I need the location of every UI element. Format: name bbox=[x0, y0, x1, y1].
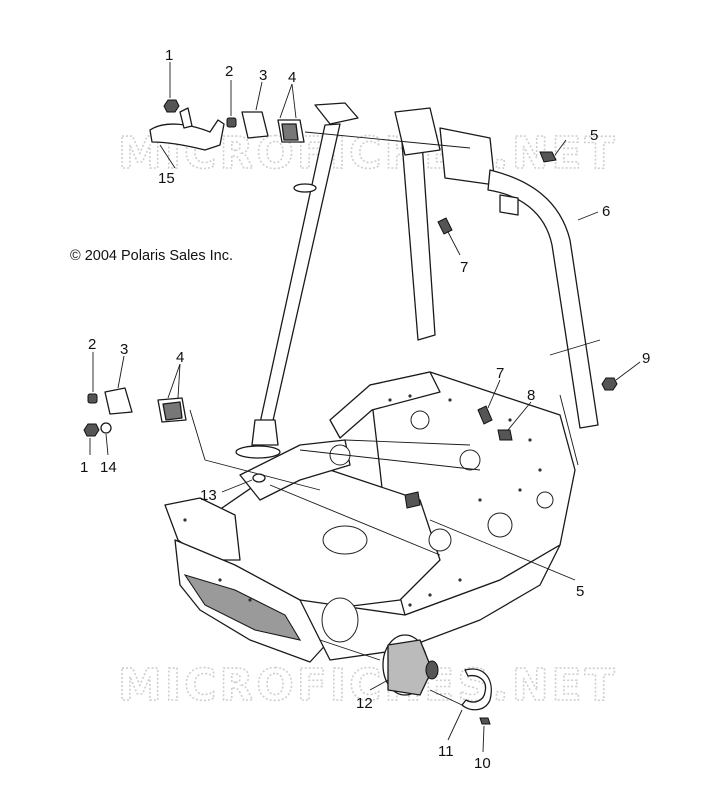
callout-1-top: 1 bbox=[165, 47, 173, 64]
chassis-frame bbox=[164, 371, 576, 663]
callout-3-bottom: 3 bbox=[120, 341, 128, 358]
callout-labels: 1 2 3 4 5 6 7 15 9 7 8 2 3 4 1 14 13 5 1… bbox=[80, 47, 650, 772]
callout-13: 13 bbox=[200, 487, 217, 504]
callout-9: 9 bbox=[642, 350, 650, 367]
callout-5-bottom: 5 bbox=[576, 583, 584, 600]
callout-15: 15 bbox=[158, 170, 175, 187]
callout-11: 11 bbox=[438, 743, 454, 760]
callout-4-bottom: 4 bbox=[176, 349, 184, 366]
roll-bar-hoop bbox=[394, 107, 599, 429]
callout-2-bottom: 2 bbox=[88, 336, 96, 353]
callout-5-top: 5 bbox=[590, 127, 598, 144]
copyright-notice: © 2004 Polaris Sales Inc. bbox=[70, 248, 234, 264]
steering-arm bbox=[149, 107, 225, 151]
hardware bbox=[83, 99, 618, 725]
watermark-bottom: MICROFICHES.NET bbox=[118, 660, 618, 711]
leader-lines bbox=[89, 62, 641, 753]
callout-14: 14 bbox=[100, 459, 117, 476]
callout-6: 6 bbox=[602, 203, 610, 220]
callout-4-top: 4 bbox=[288, 69, 296, 86]
callout-8: 8 bbox=[527, 387, 535, 404]
callout-7-top: 7 bbox=[460, 259, 468, 276]
callout-3-top: 3 bbox=[259, 67, 267, 84]
callout-1-bottom: 1 bbox=[80, 459, 88, 476]
callout-2-top: 2 bbox=[225, 63, 233, 80]
callout-12: 12 bbox=[356, 695, 373, 712]
steering-post bbox=[235, 102, 359, 459]
headlight-assembly bbox=[382, 634, 492, 711]
callout-7-bottom: 7 bbox=[496, 365, 504, 382]
callout-10: 10 bbox=[474, 755, 491, 772]
